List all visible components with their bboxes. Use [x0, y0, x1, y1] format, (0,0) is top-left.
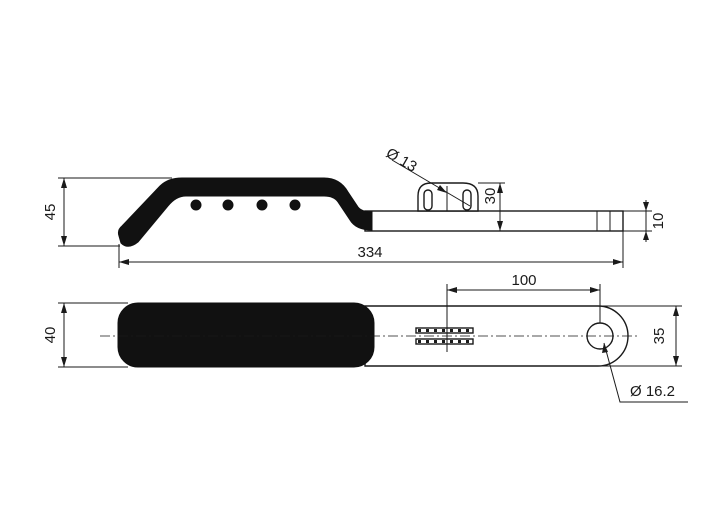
top-bracket-screws — [418, 329, 469, 343]
dim-35-arrow-top — [673, 306, 679, 316]
dim-10-label: 10 — [650, 213, 667, 230]
dim-d16-label: Ø 16.2 — [630, 383, 675, 400]
dim-10-arrow-top — [643, 202, 649, 211]
dim-45-arrow-top — [61, 178, 67, 188]
side-grip-bump-3 — [256, 199, 268, 211]
dim-40-arrow-top — [61, 303, 67, 313]
side-bracket-slot-left — [423, 189, 433, 211]
side-flat-bar — [364, 210, 624, 232]
dim-10-arrow-bottom — [643, 231, 649, 240]
top-handle-grip — [117, 302, 375, 368]
dim-334-arrow-right — [613, 259, 623, 265]
dim-100-arrow-right — [590, 287, 600, 293]
dim-d13-leader — [391, 159, 471, 207]
dim-d16-leader — [603, 342, 688, 403]
dim-30-arrow-bottom — [497, 221, 503, 231]
dim-30-label: 30 — [482, 188, 499, 205]
dim-d13-arrow — [437, 185, 447, 193]
top-view: 40 100 35 Ø 16.2 — [42, 272, 688, 403]
dim-d16-arrow — [602, 343, 608, 353]
dim-45-arrow-bottom — [61, 236, 67, 246]
side-grip-bump-1 — [190, 199, 202, 211]
side-handle-grip — [117, 177, 373, 247]
dim-30-arrow-top — [497, 183, 503, 193]
side-view: 45 Ø 13 30 10 334 — [42, 145, 667, 268]
dim-40-arrow-bottom — [61, 357, 67, 367]
dim-d13-label: Ø 13 — [383, 145, 420, 176]
side-grip-bump-2 — [222, 199, 234, 211]
dim-334-arrow-left — [119, 259, 129, 265]
dim-100-label: 100 — [511, 272, 536, 289]
dim-40-label: 40 — [42, 327, 59, 344]
dim-334-label: 334 — [357, 244, 382, 261]
dim-35-label: 35 — [651, 328, 668, 345]
side-grip-bump-4 — [289, 199, 301, 211]
dim-35-arrow-bottom — [673, 356, 679, 366]
dim-100-arrow-left — [447, 287, 457, 293]
side-bracket-slot-right — [462, 189, 472, 211]
dim-45-label: 45 — [42, 204, 59, 221]
